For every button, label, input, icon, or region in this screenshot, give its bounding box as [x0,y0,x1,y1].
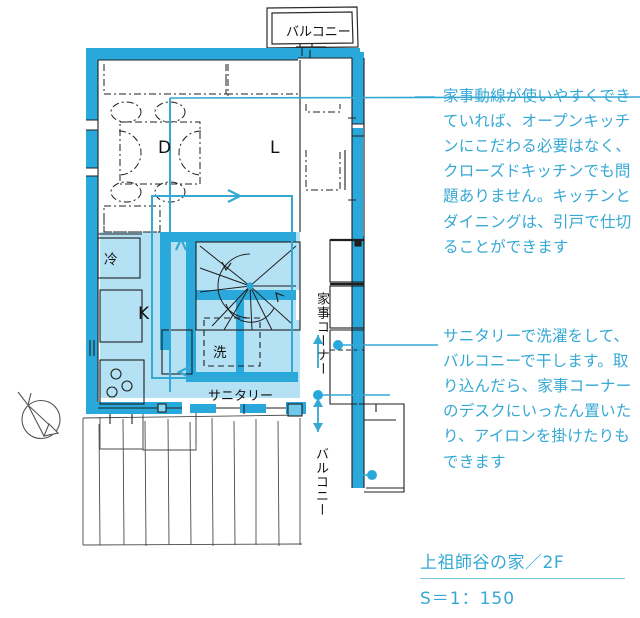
architectural-linework [86,48,405,493]
north-arrow-icon [17,391,61,440]
room-label-kitchen: K [138,304,150,324]
caption-scale: S＝1：150 [420,589,516,609]
figure-caption: 上祖師谷の家／2F S＝1：150 [420,548,625,609]
room-label-dining: D [158,138,172,158]
annotation-leaders [313,96,438,480]
annotation-laundry-note: サニタリーで洗濯をして、バルコニーで干します。取り込んだら、家事コーナーのデスク… [443,327,632,471]
annotation-kitchen-note: 家事動線が使いやすくできていれば、オープンキッチンにこだわる必要はなく、クローズ… [443,87,632,256]
room-label-chores-corner: 家事コーナー [314,292,329,376]
fixture-label-washer: 洗 [213,345,227,361]
circulation-flow-diagram [151,96,640,392]
caption-title: 上祖師谷の家／2F [420,548,625,579]
lower-roof-hatching [82,412,303,547]
room-label-balcony-top: バルコニー [286,25,351,40]
balcony-top-outline [266,6,359,50]
room-label-balcony-right: バルコニー [313,447,328,517]
room-label-sanitary: サニタリー [208,389,274,404]
room-label-living: L [270,138,280,158]
fixture-label-refrigerator: 冷 [104,252,118,268]
